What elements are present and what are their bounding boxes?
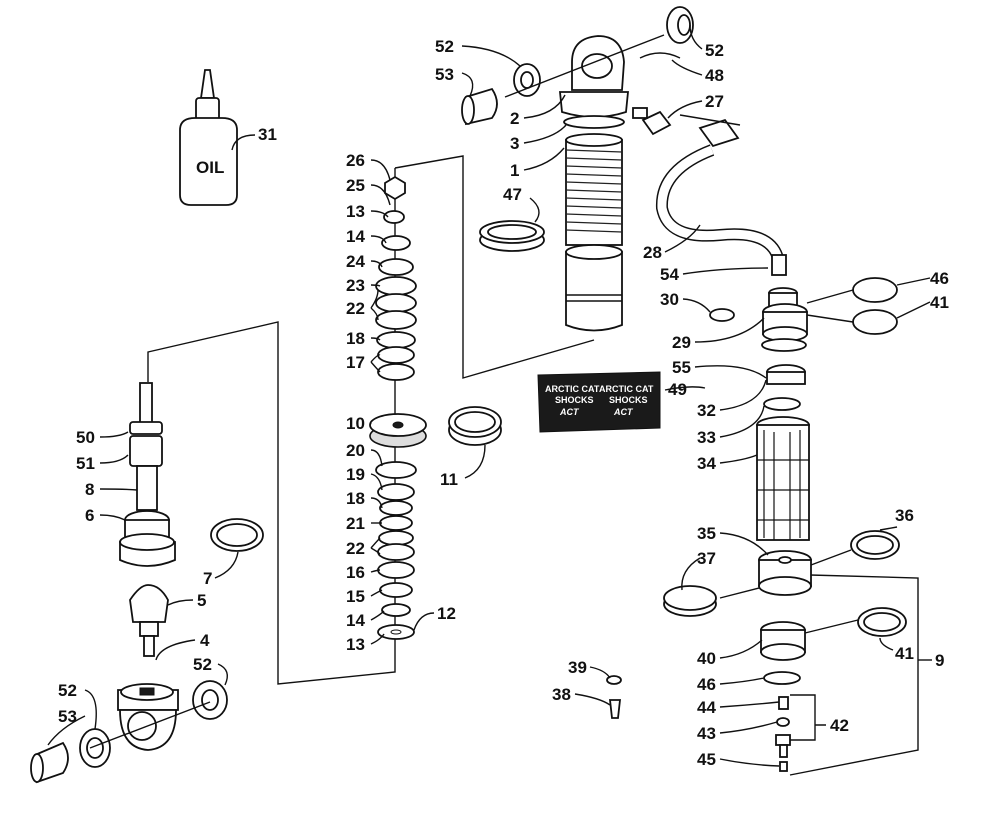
label-11: 11 (440, 470, 458, 489)
shock-decal: ARCTIC CAT SHOCKS ACT ARCTIC CAT SHOCKS … (537, 371, 661, 433)
label-34: 34 (697, 454, 716, 473)
label-50: 50 (76, 428, 95, 447)
label-2: 2 (510, 109, 519, 128)
top-bushings (461, 6, 694, 252)
label-12: 12 (437, 604, 456, 623)
shock-body (559, 35, 629, 332)
label-16: 16 (346, 563, 365, 582)
label-1: 1 (510, 161, 519, 180)
label-35: 35 (697, 524, 716, 543)
label-43: 43 (697, 724, 716, 743)
label-52-lower-right: 52 (193, 655, 212, 674)
label-51: 51 (76, 454, 95, 473)
label-20: 20 (346, 441, 365, 460)
label-14-bottom: 14 (346, 611, 365, 630)
label-14-top: 14 (346, 227, 365, 246)
part-number-labels: 52 53 52 48 27 2 3 1 47 31 26 25 13 14 2… (58, 37, 949, 769)
label-46-top: 46 (930, 269, 949, 288)
label-41-top: 41 (930, 293, 949, 312)
label-27: 27 (705, 92, 724, 111)
label-33: 33 (697, 428, 716, 447)
label-52-top-left: 52 (435, 37, 454, 56)
label-37: 37 (697, 549, 716, 568)
label-31: 31 (258, 125, 277, 144)
decal-line1-a: ARCTIC CAT (545, 384, 600, 394)
label-7: 7 (203, 569, 212, 588)
reservoir-assembly (606, 114, 907, 772)
label-6: 6 (85, 506, 94, 525)
label-53-top: 53 (435, 65, 454, 84)
decal-line2-b: SHOCKS (609, 395, 648, 405)
label-25: 25 (346, 176, 365, 195)
label-54: 54 (660, 265, 679, 284)
label-47: 47 (503, 185, 522, 204)
label-38: 38 (552, 685, 571, 704)
label-55: 55 (672, 358, 691, 377)
label-3: 3 (510, 134, 519, 153)
label-49: 49 (668, 380, 687, 399)
label-29: 29 (672, 333, 691, 352)
valve-stack (369, 168, 502, 652)
decal-line2-a: SHOCKS (555, 395, 594, 405)
label-18-top: 18 (346, 329, 365, 348)
decal-logo-b: ACT (613, 407, 634, 417)
label-30: 30 (660, 290, 679, 309)
decal-logo-a: ACT (559, 407, 580, 417)
label-40: 40 (697, 649, 716, 668)
label-48: 48 (705, 66, 724, 85)
oil-bottle-label: OIL (196, 158, 224, 177)
label-19: 19 (346, 465, 365, 484)
label-22-top: 22 (346, 299, 365, 318)
label-45: 45 (697, 750, 716, 769)
label-42: 42 (830, 716, 849, 735)
label-21: 21 (346, 514, 365, 533)
label-36: 36 (895, 506, 914, 525)
label-9: 9 (935, 651, 944, 670)
label-17: 17 (346, 353, 365, 372)
label-26: 26 (346, 151, 365, 170)
label-5: 5 (197, 591, 206, 610)
label-46-bottom: 46 (697, 675, 716, 694)
label-39: 39 (568, 658, 587, 677)
leader-lines (47, 24, 932, 767)
label-23: 23 (346, 276, 365, 295)
label-32: 32 (697, 401, 716, 420)
label-24: 24 (346, 252, 365, 271)
decal-line1-b: ARCTIC CAT (599, 384, 654, 394)
label-22-bottom: 22 (346, 539, 365, 558)
label-18-bottom: 18 (346, 489, 365, 508)
label-15: 15 (346, 587, 365, 606)
label-13-top: 13 (346, 202, 365, 221)
label-4: 4 (200, 631, 210, 650)
oil-bottle: OIL (179, 69, 238, 206)
label-44: 44 (697, 698, 716, 717)
label-10: 10 (346, 414, 365, 433)
label-28: 28 (643, 243, 662, 262)
label-52-lower-left: 52 (58, 681, 77, 700)
label-53-lower: 53 (58, 707, 77, 726)
label-8: 8 (85, 480, 94, 499)
label-13-bottom: 13 (346, 635, 365, 654)
label-52-top-right: 52 (705, 41, 724, 60)
label-41-bottom: 41 (895, 644, 914, 663)
